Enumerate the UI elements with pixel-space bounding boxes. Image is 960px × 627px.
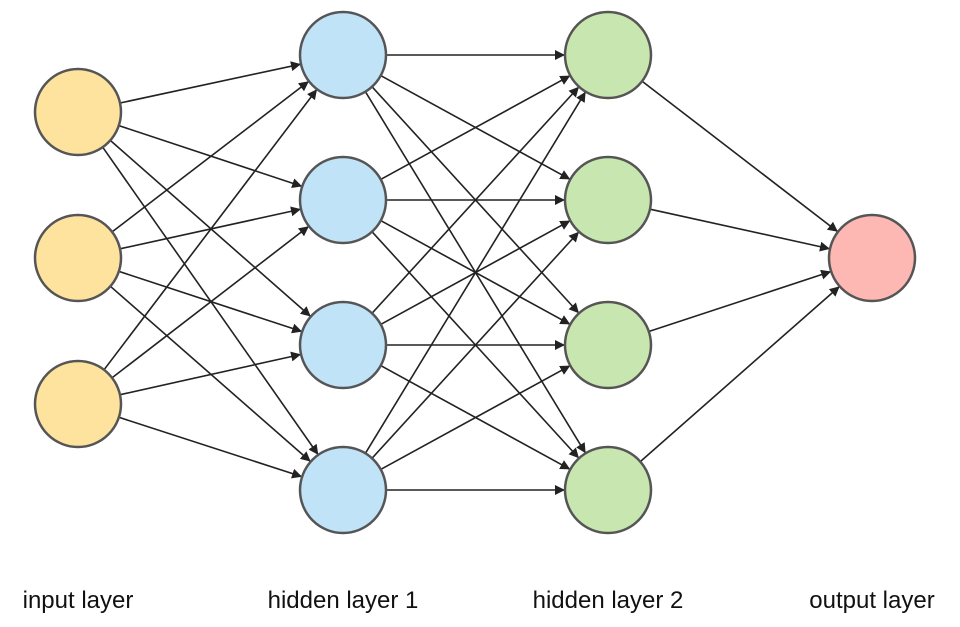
- edge-hidden2-1-to-output-1: [641, 80, 838, 232]
- hidden2-node-3: [563, 300, 653, 390]
- edge-hidden1-2-to-hidden2-1: [380, 75, 571, 181]
- hidden1-node-4: [298, 445, 388, 535]
- hidden1-node-3: [298, 300, 388, 390]
- hidden2-node-1: [563, 10, 653, 100]
- edge-input-3-to-hidden1-2: [111, 226, 309, 379]
- edge-hidden1-4-to-hidden2-1: [364, 91, 586, 454]
- edge-input-3-to-hidden1-4: [118, 416, 303, 479]
- input-node-1: [33, 67, 123, 157]
- neuron-nodes: [33, 10, 917, 535]
- edge-input-1-to-hidden1-1: [119, 61, 301, 104]
- edge-input-2-to-hidden1-1: [111, 81, 309, 233]
- hidden-layer-1-label: hidden layer 1: [268, 587, 419, 614]
- edge-hidden1-4-to-hidden2-3: [380, 365, 571, 471]
- edge-input-3-to-hidden1-1: [103, 89, 318, 371]
- connection-edges: [102, 50, 840, 495]
- hidden1-node-1: [298, 10, 388, 100]
- hidden2-node-2: [563, 155, 653, 245]
- edge-hidden2-3-to-output-1: [648, 269, 832, 333]
- edge-hidden2-4-to-output-1: [639, 286, 840, 463]
- output-node-1: [827, 213, 917, 303]
- input-node-3: [33, 359, 123, 449]
- edge-input-3-to-hidden1-3: [119, 351, 302, 396]
- edge-input-1-to-hidden1-3: [109, 139, 311, 317]
- edge-hidden1-3-to-hidden2-1: [371, 86, 579, 314]
- input-node-2: [33, 213, 123, 303]
- edge-hidden2-2-to-output-1: [649, 208, 830, 252]
- edge-input-1-to-hidden1-2: [118, 124, 303, 189]
- hidden1-node-2: [298, 155, 388, 245]
- edge-input-2-to-hidden1-4: [109, 285, 311, 462]
- input-layer-label: input layer: [23, 587, 134, 614]
- output-layer-label: output layer: [809, 587, 934, 614]
- hidden2-node-4: [563, 445, 653, 535]
- edge-hidden1-4-to-hidden2-2: [371, 231, 579, 459]
- hidden-layer-2-label: hidden layer 2: [533, 587, 684, 614]
